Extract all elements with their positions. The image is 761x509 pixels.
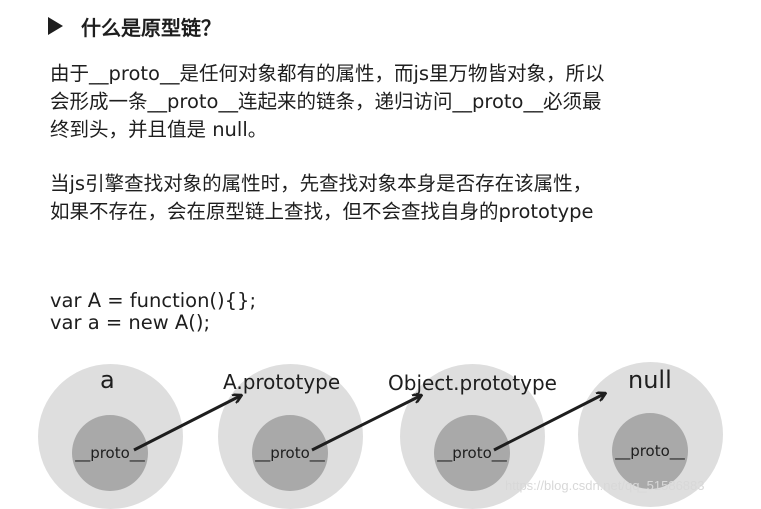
paragraph-line: 终到头，并且值是 null。	[50, 118, 268, 141]
paragraph-prototype-chain: 由于__proto__是任何对象都有的属性，而js里万物皆对象，所以 会形成一条…	[50, 60, 720, 144]
arrow-a-prototype-to-object-prototype	[311, 396, 420, 452]
chain-node-title: Object.prototype	[388, 371, 557, 395]
proto-circle: __proto__	[434, 415, 510, 491]
chain-node-title: a	[100, 366, 115, 394]
proto-label: __proto__	[437, 444, 507, 462]
proto-label: __proto__	[255, 444, 325, 462]
heading: 什么是原型链？	[48, 12, 221, 40]
paragraph-property-lookup: 当js引擎查找对象的属性时，先查找对象本身是否存在该属性， 如果不存在，会在原型…	[50, 170, 720, 226]
paragraph-line: 由于__proto__是任何对象都有的属性，而js里万物皆对象，所以	[50, 62, 605, 85]
play-triangle-icon	[48, 17, 63, 35]
heading-title: 什么是原型链？	[81, 15, 221, 40]
watermark: https://blog.csdn.net/qq_51586883	[505, 478, 705, 493]
arrow-object-prototype-to-null	[493, 394, 604, 452]
proto-label: __proto__	[75, 444, 145, 462]
proto-circle: __proto__	[72, 415, 148, 491]
code-snippet: var A = function(){}; var a = new A();	[50, 290, 256, 334]
paragraph-line: 如果不存在，会在原型链上查找，但不会查找自身的prototype	[50, 200, 594, 223]
paragraph-line: 当js引擎查找对象的属性时，先查找对象本身是否存在该属性，	[50, 172, 593, 195]
proto-label: __proto__	[615, 442, 685, 460]
code-line: var A = function(){};	[50, 289, 257, 312]
chain-node-title: A.prototype	[223, 370, 341, 394]
proto-circle: __proto__	[252, 415, 328, 491]
paragraph-line: 会形成一条__proto__连起来的链条，递归访问__proto__必须最	[50, 90, 602, 113]
code-line: var a = new A();	[50, 311, 211, 334]
arrow-a-to-a-prototype	[133, 396, 240, 452]
chain-node-title: null	[628, 366, 672, 394]
proto-circle: __proto__	[612, 413, 688, 489]
